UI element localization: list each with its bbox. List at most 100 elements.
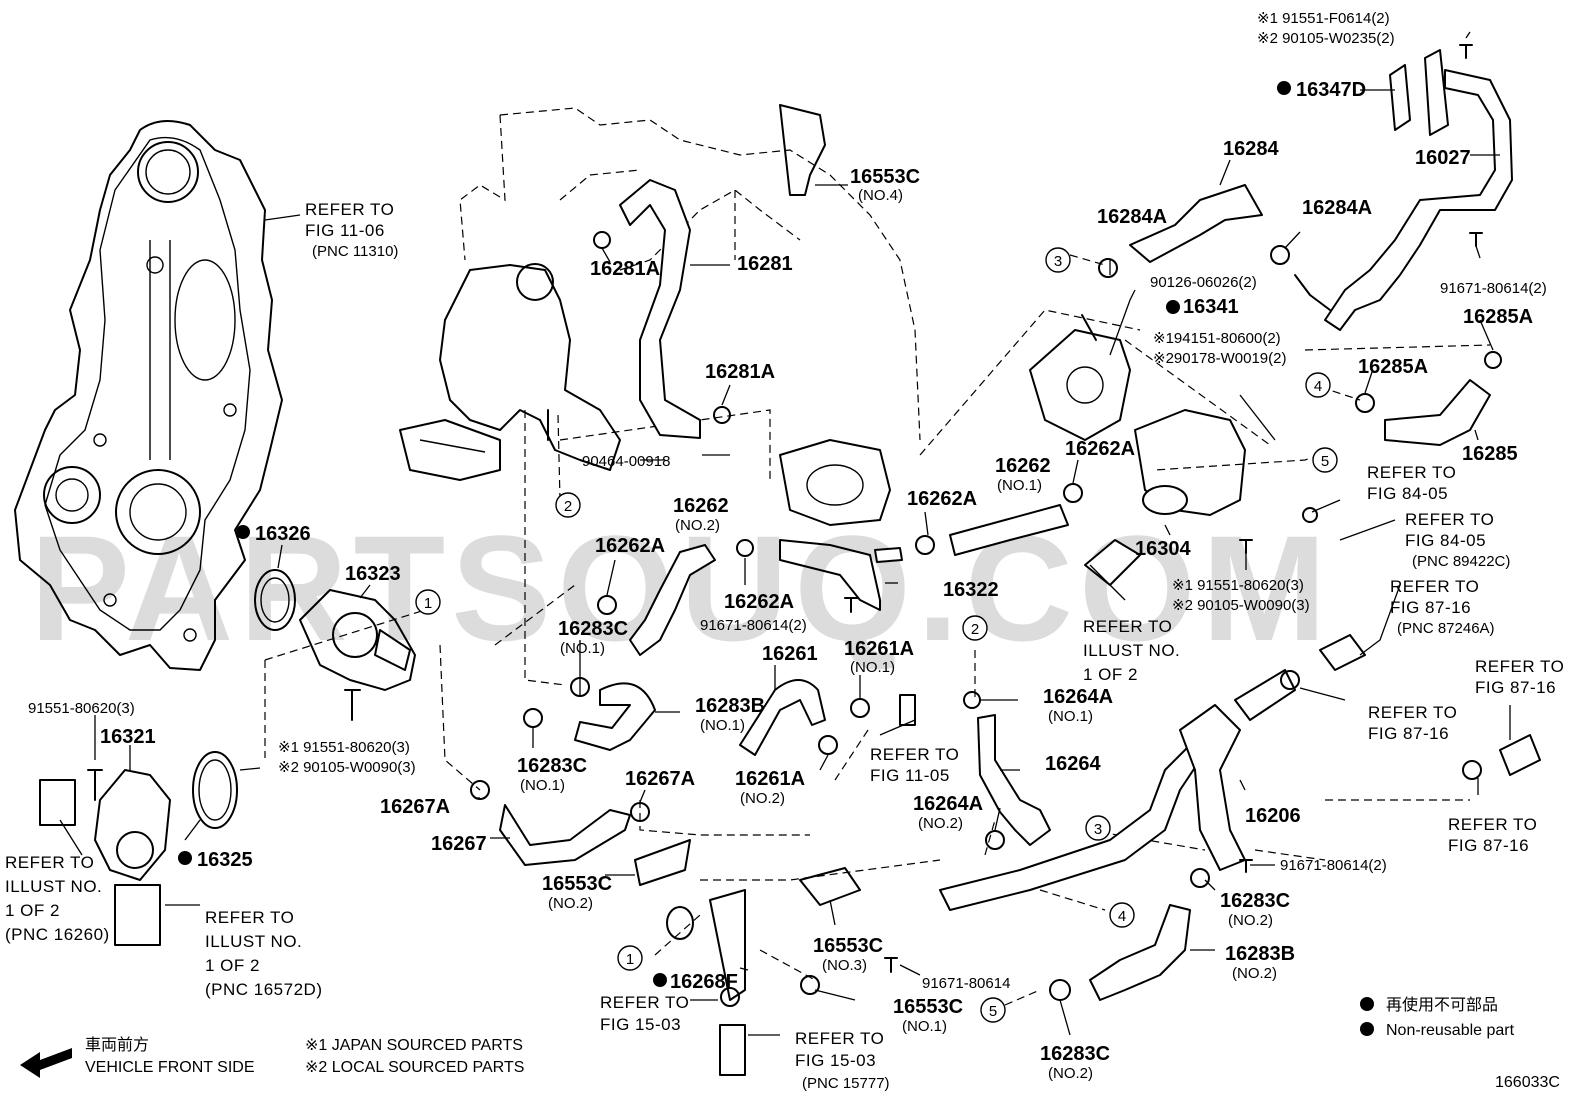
svg-text:5: 5: [989, 1003, 997, 1020]
label-90464: 90464-00918: [582, 453, 670, 470]
label-16262A-b: 16262A: [724, 591, 794, 613]
label-16283C-4-sub: (NO.2): [1048, 1065, 1093, 1082]
ref-fig-11-06: REFER TO FIG 11-06 (PNC 11310): [305, 200, 398, 260]
label-16264A-2: 16264A: [913, 793, 983, 815]
callout-3b: 3: [1085, 815, 1111, 841]
label-16304: 16304: [1135, 538, 1191, 560]
label-16267A-2: 16267A: [380, 796, 450, 818]
svg-text:FIG 84-05: FIG 84-05: [1405, 531, 1486, 550]
ref-illust-1: REFER TO ILLUST NO. 1 OF 2: [1083, 617, 1180, 684]
label-16283C-1: 16283C: [558, 618, 628, 640]
ref-fig-87-16-b: REFER TO FIG 87-16: [1475, 657, 1564, 697]
callout-5b: 5: [980, 997, 1006, 1023]
svg-text:REFER TO: REFER TO: [1448, 815, 1537, 834]
label-16285A-1: 16285A: [1463, 306, 1533, 328]
svg-text:REFER TO: REFER TO: [1083, 617, 1172, 636]
label-16284: 16284: [1223, 138, 1279, 160]
label-16553C-no3-sub: (NO.3): [822, 957, 867, 974]
label-16341: 16341: [1183, 296, 1239, 318]
svg-text:3: 3: [1054, 253, 1062, 270]
svg-text:(PNC 89422C): (PNC 89422C): [1412, 553, 1510, 570]
label-16261A-2-sub: (NO.2): [740, 790, 785, 807]
callout-4a: 4: [1305, 372, 1331, 398]
svg-text:FIG 15-03: FIG 15-03: [795, 1051, 876, 1070]
label-16347D: 16347D: [1296, 79, 1366, 101]
label-16264: 16264: [1045, 753, 1101, 775]
callout-5a: 5: [1312, 447, 1338, 473]
label-16323-bolt2: ※2 90105-W0090(3): [278, 759, 416, 776]
label-16206: 16206: [1245, 805, 1301, 827]
label-16322: 16322: [943, 579, 999, 601]
svg-text:1: 1: [626, 951, 634, 968]
legend-front-jp: 車両前方: [85, 1036, 149, 1054]
reference-notes: REFER TO FIG 11-06 (PNC 11310) REFER TO …: [5, 200, 1564, 1092]
label-90126: 90126-06026(2): [1150, 274, 1257, 291]
label-16262A-d: 16262A: [1065, 438, 1135, 460]
engine-front-assembly: [399, 263, 621, 481]
callout-4b: 4: [1109, 902, 1135, 928]
label-16283B-2: 16283B: [1225, 943, 1295, 965]
callout-1b: 1: [617, 945, 643, 971]
svg-text:REFER TO: REFER TO: [1390, 577, 1479, 596]
label-16283B-1: 16283B: [695, 695, 765, 717]
front-arrow-icon: [20, 1048, 72, 1078]
ref-fig-84-05-a: REFER TO FIG 84-05: [1367, 463, 1456, 503]
svg-text:1: 1: [424, 595, 432, 612]
svg-text:(PNC 16572D): (PNC 16572D): [205, 980, 323, 999]
svg-text:REFER TO: REFER TO: [870, 745, 959, 764]
housings: [94, 49, 1513, 881]
label-16553C-no1-sub: (NO.1): [902, 1018, 947, 1035]
label-16267: 16267: [431, 833, 487, 855]
ref-fig-84-05-b: REFER TO FIG 84-05 (PNC 89422C): [1405, 510, 1510, 570]
label-16262-no2: 16262: [673, 495, 729, 517]
part-labels: 16553C (NO.4) 16281A 16281 16281A 90464-…: [28, 10, 1547, 1082]
label-16304-bolt2: ※2 90105-W0090(3): [1172, 597, 1310, 614]
dashed-leader-lines: [264, 254, 1491, 1006]
label-16553C-no1: 16553C: [893, 996, 963, 1018]
label-16284A-1: 16284A: [1097, 206, 1167, 228]
label-16262A-c: 16262A: [907, 488, 977, 510]
svg-text:REFER TO: REFER TO: [795, 1029, 884, 1048]
label-16281A-1: 16281A: [590, 258, 660, 280]
label-16281A-2: 16281A: [705, 361, 775, 383]
label-16261A-1-sub: (NO.1): [850, 659, 895, 676]
label-16304-bolt1: ※1 91551-80620(3): [1172, 577, 1304, 594]
ref-fig-11-05: REFER TO FIG 11-05: [870, 745, 959, 785]
label-16323: 16323: [345, 563, 401, 585]
label-290178: ※290178-W0019(2): [1153, 350, 1286, 367]
bolts: [87, 44, 1483, 973]
label-16264A-1: 16264A: [1043, 686, 1113, 708]
svg-text:(PNC 15777): (PNC 15777): [802, 1075, 890, 1092]
legend-jp-parts: ※1 JAPAN SOURCED PARTS: [305, 1037, 523, 1054]
callouts: 1 1 2 2 3 3 4 4 5 5: [415, 247, 1338, 1023]
ref-illust-2: REFER TO ILLUST NO. 1 OF 2 (PNC 16260): [5, 853, 109, 944]
label-16264A-2-sub: (NO.2): [918, 815, 963, 832]
label-16285: 16285: [1462, 443, 1518, 465]
label-16321: 16321: [100, 726, 156, 748]
label-16268F: 16268F: [670, 971, 738, 993]
non-reusable-markers: [178, 81, 1374, 1036]
label-16027: 16027: [1415, 147, 1471, 169]
ref-illust-3: REFER TO ILLUST NO. 1 OF 2 (PNC 16572D): [205, 908, 323, 999]
svg-text:ILLUST NO.: ILLUST NO.: [205, 932, 302, 951]
ref-fig-15-03-b: REFER TO FIG 15-03 (PNC 15777): [795, 1029, 890, 1092]
svg-text:2: 2: [971, 621, 979, 638]
svg-text:REFER TO: REFER TO: [1405, 510, 1494, 529]
label-16553C-no2-sub: (NO.2): [548, 895, 593, 912]
svg-text:FIG 87-16: FIG 87-16: [1475, 678, 1556, 697]
legend: 車両前方 VEHICLE FRONT SIDE ※1 JAPAN SOURCED…: [20, 996, 1560, 1091]
label-16283B-1-sub: (NO.1): [700, 717, 745, 734]
label-91551-1: 91551-80620(3): [28, 700, 135, 717]
label-91671-2: 91671-80614(2): [700, 617, 807, 634]
svg-text:REFER TO: REFER TO: [305, 200, 394, 219]
svg-text:(PNC 11310): (PNC 11310): [312, 243, 398, 260]
label-16283C-1-sub: (NO.1): [560, 640, 605, 657]
svg-text:FIG 87-16: FIG 87-16: [1368, 724, 1449, 743]
label-16283C-2-sub: (NO.1): [520, 777, 565, 794]
label-16281: 16281: [737, 253, 793, 275]
label-16283C-3-sub: (NO.2): [1228, 912, 1273, 929]
label-16285A-2: 16285A: [1358, 356, 1428, 378]
callout-2a: 2: [555, 492, 581, 518]
svg-text:FIG 87-16: FIG 87-16: [1448, 836, 1529, 855]
